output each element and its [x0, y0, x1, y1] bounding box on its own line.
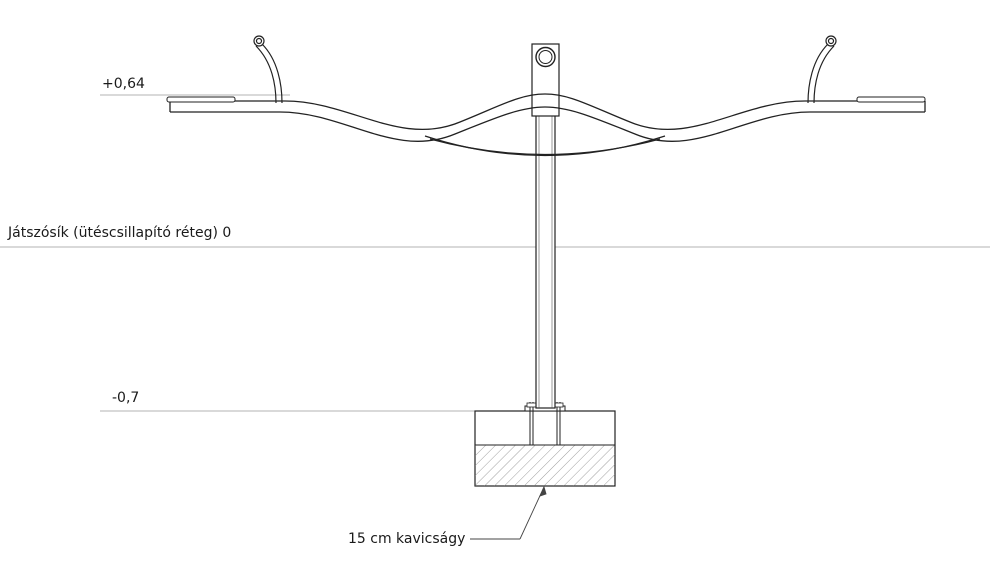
level-label-ground: Játszósík (ütéscsillapító réteg) 0 — [8, 225, 232, 241]
gravel-callout-label: 15 cm kavicságy — [348, 531, 466, 547]
concrete-foundation — [474, 410, 616, 487]
seat-right — [856, 96, 926, 103]
beam-lower-arc — [424, 135, 666, 157]
pivot-bearing — [531, 43, 560, 117]
handle-left — [253, 35, 283, 104]
gravel-bed — [475, 445, 615, 486]
central-post — [535, 114, 556, 409]
seat-left — [166, 96, 236, 103]
seesaw-beam — [169, 93, 926, 142]
gravel-leader — [470, 485, 547, 540]
level-label-top: +0,64 — [102, 76, 145, 92]
level-label-foundation: -0,7 — [112, 390, 140, 406]
handle-right — [807, 35, 837, 104]
